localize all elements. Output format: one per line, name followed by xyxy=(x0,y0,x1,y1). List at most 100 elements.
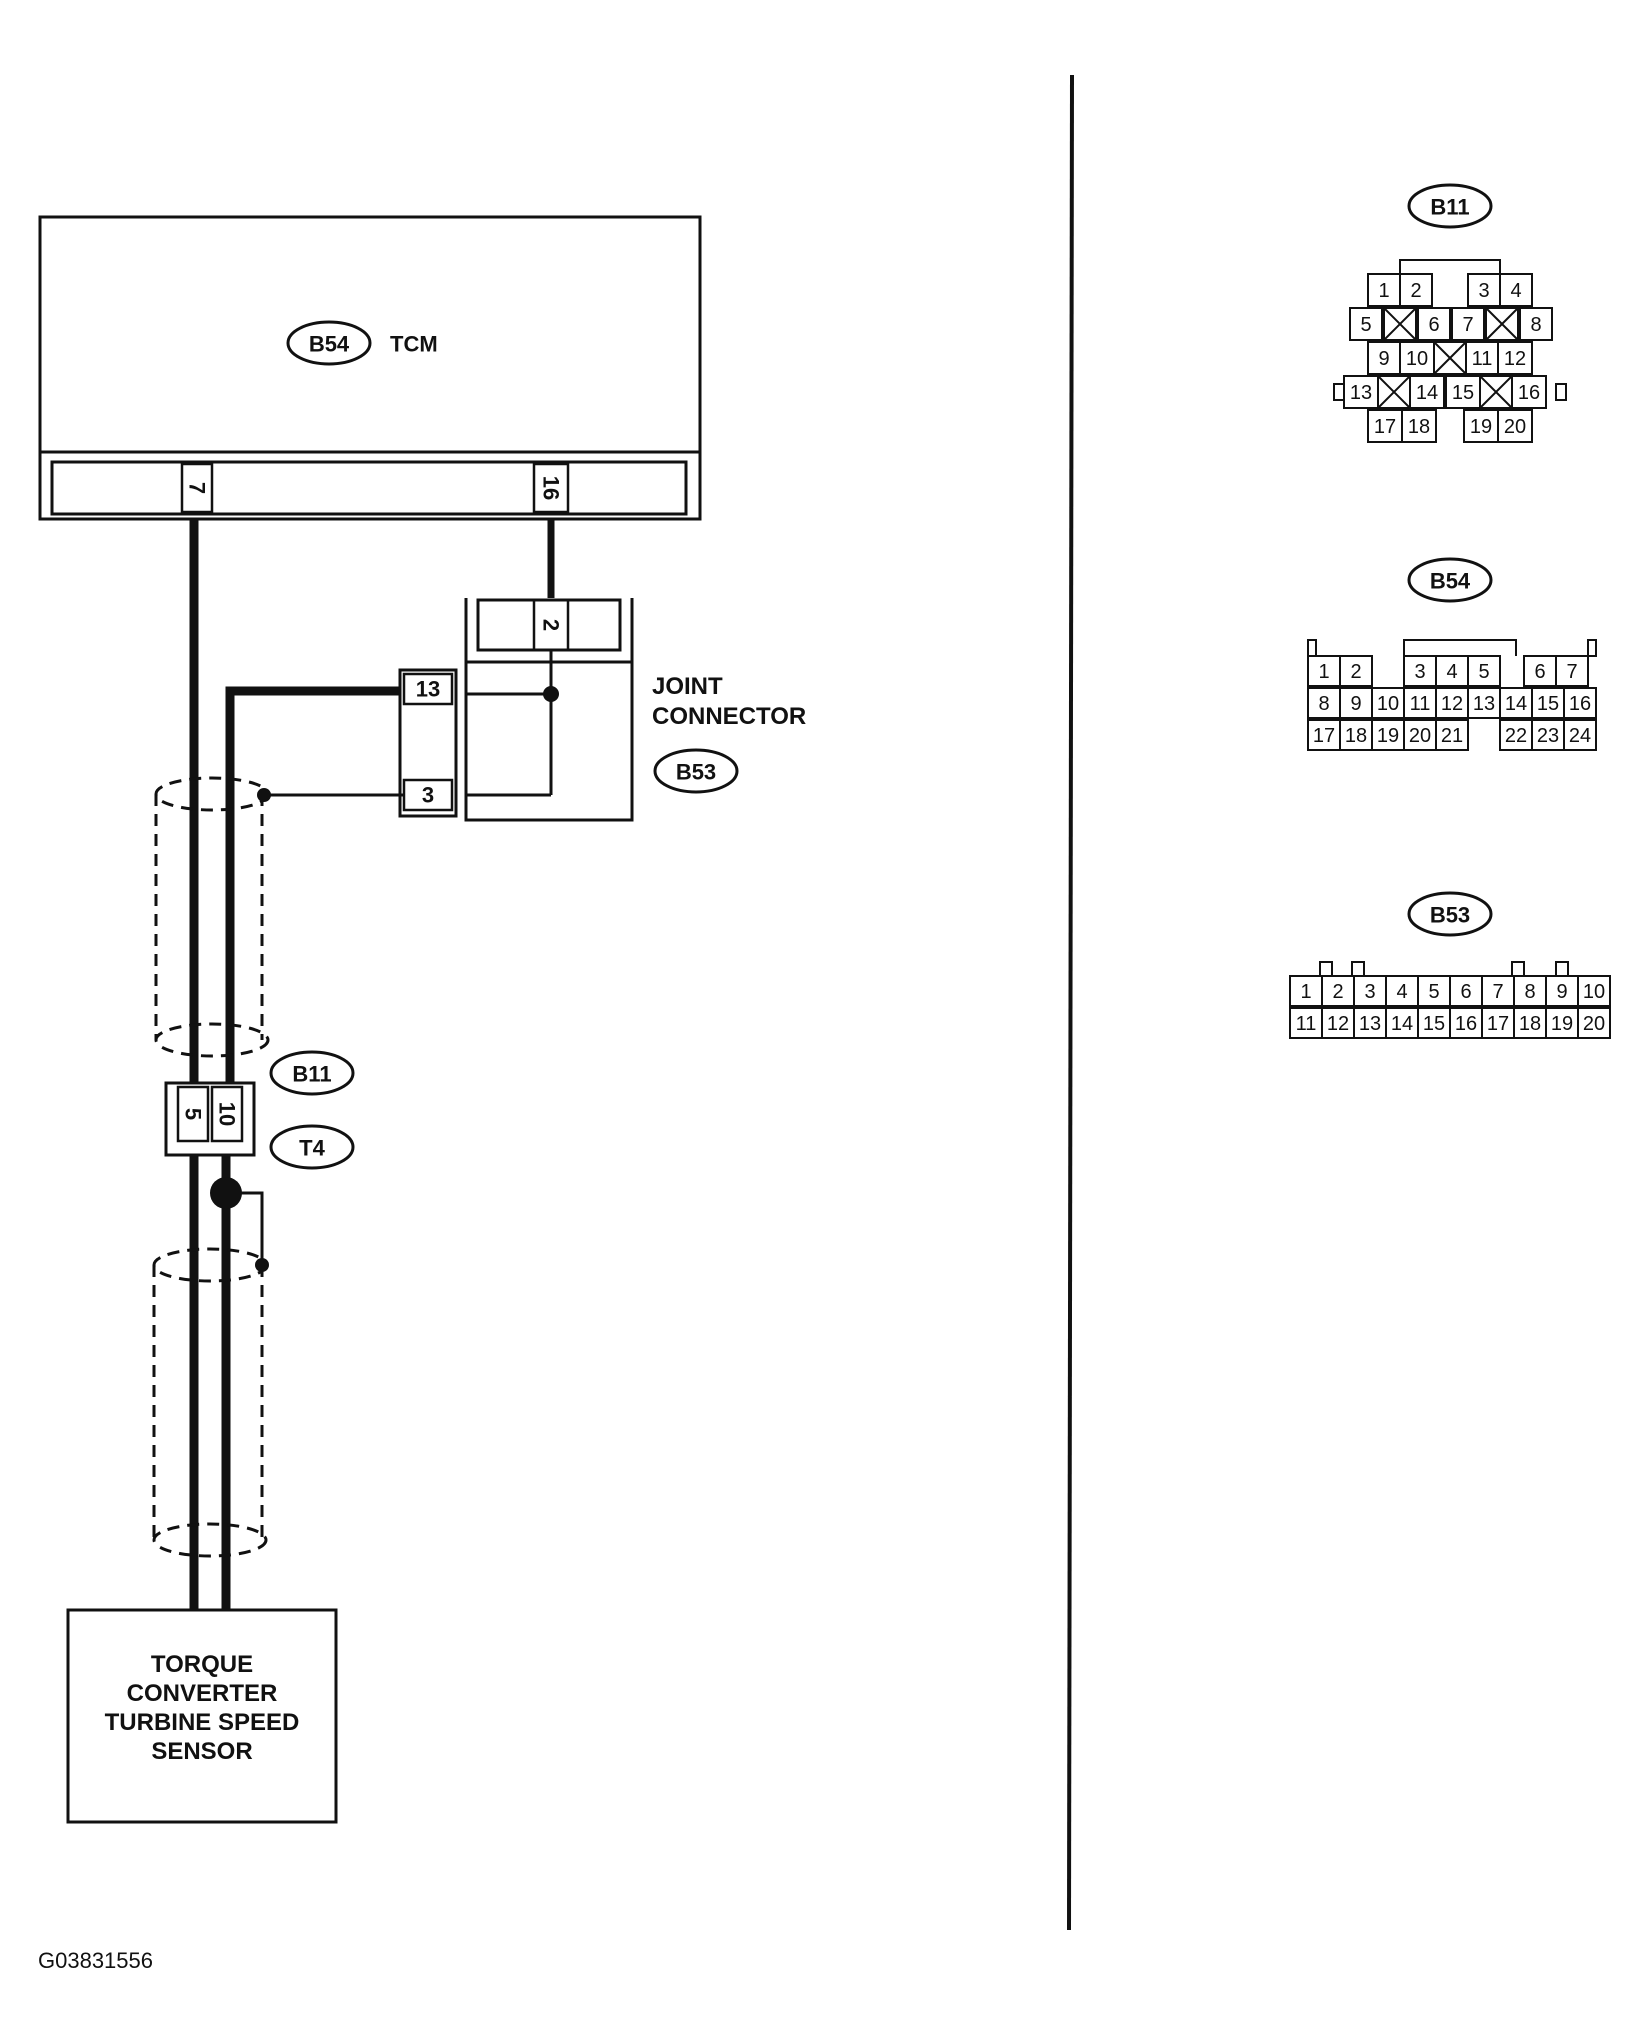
b54-pin: 16 xyxy=(1569,693,1591,715)
b53-pin: 10 xyxy=(1583,981,1605,1003)
tcm-pin-16-cell xyxy=(532,462,570,514)
tcm-label: TCM xyxy=(390,332,438,357)
b54-pin: 20 xyxy=(1409,725,1431,747)
sensor-label-line3: TURBINE SPEED xyxy=(105,1709,300,1736)
b54-title-badge xyxy=(1407,557,1493,603)
b11-pin: 17 xyxy=(1374,416,1396,438)
inline-pin-5: 5 xyxy=(181,1108,206,1120)
b11-pin: 16 xyxy=(1518,382,1540,404)
b11-pin: 10 xyxy=(1406,348,1428,370)
joint-pin-13-cell xyxy=(402,672,454,706)
b54-pin: 7 xyxy=(1566,661,1577,683)
b53-pin: 19 xyxy=(1551,1013,1573,1035)
face-view-b54: B54 1 2 3 4 5 6 7 8 9 10 11 12 13 14 15 … xyxy=(1307,557,1597,751)
sensor-label-line4: SENSOR xyxy=(151,1738,252,1765)
tcm-pin-7-cell xyxy=(180,462,214,514)
b54-pin: 17 xyxy=(1313,725,1335,747)
b53-title-badge xyxy=(1407,891,1493,937)
joint-connector-label-line1: JOINT xyxy=(652,673,723,700)
b11-pin: 6 xyxy=(1428,314,1439,336)
b53-pin: 16 xyxy=(1455,1013,1477,1035)
b53-pin: 8 xyxy=(1524,981,1535,1003)
joint-pin-13: 13 xyxy=(416,677,440,702)
inline-pin-10: 10 xyxy=(215,1102,240,1126)
b54-pin: 9 xyxy=(1350,693,1361,715)
b53-pin: 9 xyxy=(1556,981,1567,1003)
tcm-connector-badge xyxy=(286,320,372,366)
b53-pin: 12 xyxy=(1327,1013,1349,1035)
b11-pin: 11 xyxy=(1472,348,1493,370)
b53-pin: 3 xyxy=(1364,981,1375,1003)
b54-pin: 6 xyxy=(1534,661,1545,683)
b54-pin: 15 xyxy=(1537,693,1559,715)
inline-connector-id: B11 xyxy=(292,1062,331,1087)
b11-pin: 9 xyxy=(1378,348,1389,370)
wire-harness xyxy=(189,518,555,1610)
b11-pin: 18 xyxy=(1408,416,1430,438)
b11-title-badge xyxy=(1407,183,1493,229)
b11-pin: 1 xyxy=(1378,280,1389,302)
b53-pin: 11 xyxy=(1296,1013,1317,1035)
b11-pin: 13 xyxy=(1350,382,1372,404)
b53-pins: 1 2 3 4 5 6 7 8 9 10 11 12 13 14 15 16 1… xyxy=(1289,975,1611,1039)
sensor-label-line1: TORQUE xyxy=(151,1651,253,1678)
b11-pin: 5 xyxy=(1360,314,1371,336)
sensor-label-line2: CONVERTER xyxy=(127,1680,278,1707)
joint-connector-label-line2: CONNECTOR xyxy=(652,703,806,730)
b11-pin: 2 xyxy=(1410,280,1421,302)
b53-pin: 6 xyxy=(1460,981,1471,1003)
tcm-pin-7: 7 xyxy=(185,482,210,494)
b54-pin: 10 xyxy=(1377,693,1399,715)
face-view-b11: B11 1 2 3 4 5 6 7 8 9 10 11 12 13 xyxy=(1333,183,1567,443)
b11-pin: 8 xyxy=(1530,314,1541,336)
b53-pin: 15 xyxy=(1423,1013,1445,1035)
b54-pin: 4 xyxy=(1446,661,1457,683)
b53-pin: 2 xyxy=(1332,981,1343,1003)
b53-pin: 1 xyxy=(1300,981,1311,1003)
b53-pin: 5 xyxy=(1428,981,1439,1003)
b54-pin: 2 xyxy=(1350,661,1361,683)
b53-pin: 20 xyxy=(1583,1013,1605,1035)
b53-pin: 14 xyxy=(1391,1013,1413,1035)
b54-pin: 23 xyxy=(1537,725,1559,747)
b54-pin: 1 xyxy=(1318,661,1329,683)
b54-pin: 8 xyxy=(1318,693,1329,715)
b11-pin: 19 xyxy=(1470,416,1492,438)
b54-title: B54 xyxy=(1430,569,1471,594)
b11-title: B11 xyxy=(1430,195,1469,220)
b54-pin: 11 xyxy=(1410,693,1431,715)
figure-id: G03831556 xyxy=(38,1948,153,1973)
b53-pin: 18 xyxy=(1519,1013,1541,1035)
b54-pin: 13 xyxy=(1473,693,1495,715)
tcm-module: 7 16 B54 TCM xyxy=(38,215,702,521)
b54-pin: 19 xyxy=(1377,725,1399,747)
b54-pin: 5 xyxy=(1478,661,1489,683)
b53-pin: 7 xyxy=(1492,981,1503,1003)
b11-pin: 3 xyxy=(1478,280,1489,302)
b11-pin: 12 xyxy=(1504,348,1526,370)
tcm-connector-id: B54 xyxy=(309,332,350,357)
inline-pin-5-cell xyxy=(176,1085,210,1143)
b53-pin: 17 xyxy=(1487,1013,1509,1035)
ground-badge xyxy=(269,1124,355,1170)
b11-pin: 7 xyxy=(1462,314,1473,336)
b54-pin: 24 xyxy=(1569,725,1591,747)
joint-connector-badge xyxy=(653,748,739,794)
joint-pin-2: 2 xyxy=(539,619,564,631)
b53-pin: 13 xyxy=(1359,1013,1381,1035)
joint-connector-id: B53 xyxy=(676,760,716,785)
joint-pin-3: 3 xyxy=(422,783,434,808)
b54-pin: 14 xyxy=(1505,693,1527,715)
b11-pin: 20 xyxy=(1504,416,1526,438)
b53-title: B53 xyxy=(1430,903,1470,928)
b54-pin: 18 xyxy=(1345,725,1367,747)
tcm-pin-16: 16 xyxy=(539,476,564,500)
inline-connector: 5 10 B11 T4 xyxy=(164,1050,355,1170)
divider-line xyxy=(1067,74,1074,1931)
shield-upper xyxy=(154,776,404,1058)
b53-pin: 4 xyxy=(1396,981,1407,1003)
face-view-b53: B53 1 2 3 4 5 6 7 8 9 10 11 12 13 14 15 … xyxy=(1289,891,1611,1039)
ground-id: T4 xyxy=(299,1136,325,1161)
b54-pin: 22 xyxy=(1505,725,1527,747)
b11-pin: 14 xyxy=(1416,382,1438,404)
